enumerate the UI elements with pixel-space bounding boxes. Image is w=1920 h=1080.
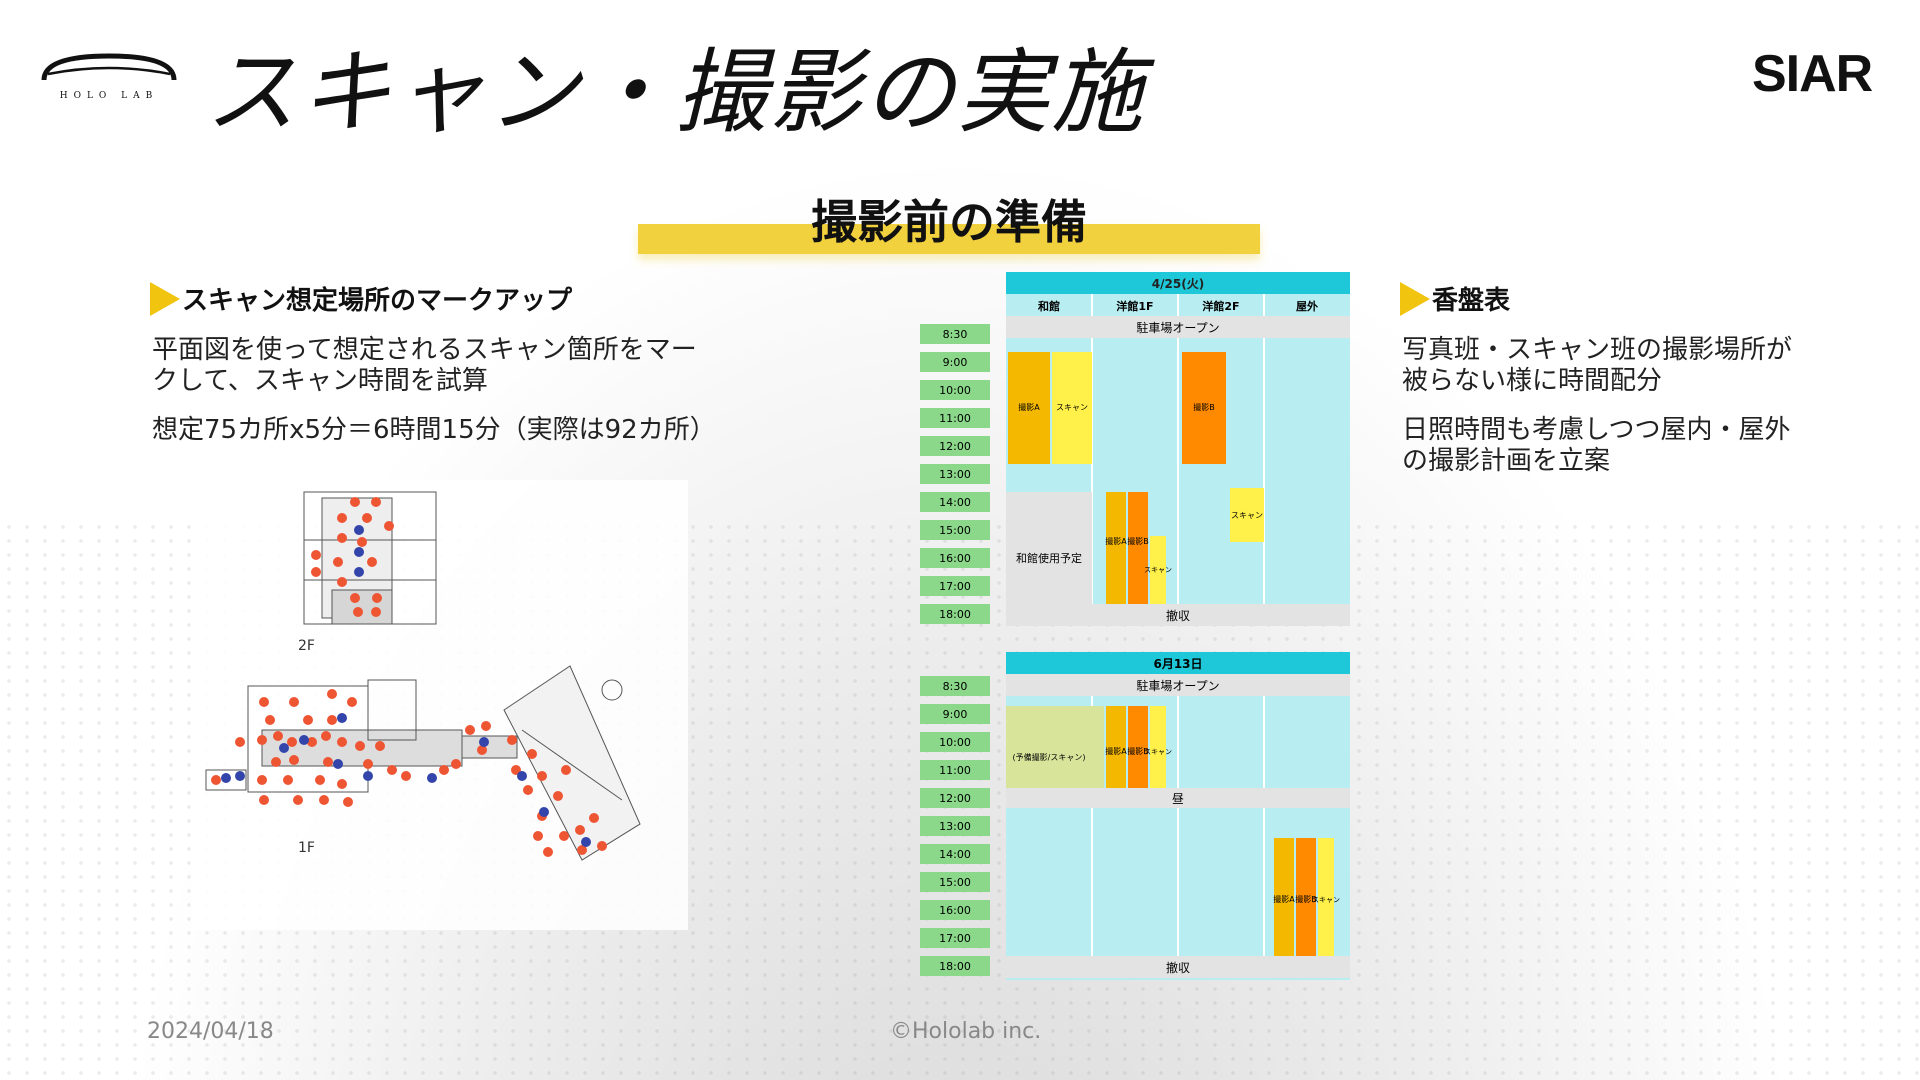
svg-text:スキャン: スキャン [1231,511,1263,520]
svg-text:屋外: 屋外 [1296,299,1318,313]
svg-text:12:00: 12:00 [939,440,971,453]
svg-text:6月13日: 6月13日 [1153,657,1202,671]
svg-text:洋館2F: 洋館2F [1202,299,1239,313]
svg-text:16:00: 16:00 [939,552,971,565]
floor-plan-1f [205,665,641,861]
time-labels-day2: 8:30 9:00 10:00 11:00 12:00 13:00 14:00 … [920,676,990,976]
svg-text:撤収: 撤収 [1166,960,1190,975]
svg-text:13:00: 13:00 [939,468,971,481]
svg-text:10:00: 10:00 [939,736,971,749]
svg-text:駐車場オープン: 駐車場オープン [1136,678,1219,693]
svg-text:17:00: 17:00 [939,932,971,945]
schedule-chart: 4/25(火) 和館 洋館1F 洋館2F 屋外 駐車場オープン 8:30 9:0… [920,272,1350,980]
svg-text:11:00: 11:00 [939,764,971,777]
svg-text:スキャン: スキャン [1056,403,1088,412]
markup-description: 平面図を使って想定されるスキャン箇所をマー クして、スキャン時間を試算 [152,335,697,396]
svg-text:9:00: 9:00 [943,708,968,721]
schedule-heading: 香盤表 [1400,280,1510,317]
svg-text:駐車場オープン: 駐車場オープン [1136,320,1219,335]
svg-text:昼: 昼 [1172,792,1184,806]
schedule-blocks-day2: (予備撮影/スキャン) 撮影A 撮影B スキャン 撮影A 撮影B スキャン [1006,706,1340,956]
svg-text:HOLO LAB: HOLO LAB [60,91,159,101]
svg-text:撮影B: 撮影B [1127,536,1149,546]
svg-text:撤収: 撤収 [1166,608,1190,623]
svg-text:2F: 2F [298,638,315,654]
svg-text:スキャン: スキャン [1144,566,1172,574]
svg-text:13:00: 13:00 [939,820,971,833]
floor-plan-2f-red-markers [311,497,394,617]
svg-text:15:00: 15:00 [939,524,971,537]
schedule-description: 写真班・スキャン班の撮影場所が 被らない様に時間配分 [1402,335,1793,396]
floor-plan-1f-blue-markers [221,713,591,847]
siar-logo: SIAR [1752,45,1873,103]
svg-text:15:00: 15:00 [939,876,971,889]
svg-text:16:00: 16:00 [939,904,971,917]
floor-plan-1f-red-markers [211,689,607,857]
svg-text:和館: 和館 [1038,299,1060,313]
schedule-blocks-day1: 撮影A スキャン 撮影B 和館使用予定 撮影A 撮影B スキャン スキャン [1006,352,1264,604]
holo-lab-logo: HOLO LAB [41,53,177,101]
svg-text:8:30: 8:30 [943,328,968,341]
schedule-planning-note: 日照時間も考慮しつつ屋内・屋外 の撮影計画を立案 [1402,415,1791,476]
svg-text:18:00: 18:00 [939,960,971,973]
svg-text:撮影B: 撮影B [1127,746,1149,756]
section-title-highlight [638,224,1260,254]
svg-text:8:30: 8:30 [943,680,968,693]
svg-text:撮影A: 撮影A [1105,536,1127,546]
svg-text:9:00: 9:00 [943,356,968,369]
svg-text:スキャン: スキャン [1312,896,1340,904]
markup-heading: スキャン想定場所のマークアップ [150,280,572,317]
section-title: 撮影前の準備 [811,195,1087,249]
svg-text:撮影B: 撮影B [1295,894,1317,904]
svg-text:14:00: 14:00 [939,848,971,861]
svg-text:4/25(火): 4/25(火) [1152,277,1204,291]
time-labels-day1: 8:30 9:00 10:00 11:00 12:00 13:00 14:00 … [920,324,990,624]
svg-text:1F: 1F [298,840,315,856]
triangle-bullet-icon [1400,281,1430,316]
svg-text:12:00: 12:00 [939,792,971,805]
svg-text:11:00: 11:00 [939,412,971,425]
svg-text:(予備撮影/スキャン): (予備撮影/スキャン) [1013,752,1086,762]
svg-text:スキャン: スキャン [1144,748,1172,756]
floor-plan-2f-blue-markers [354,525,364,577]
svg-text:撮影B: 撮影B [1193,402,1215,412]
svg-text:14:00: 14:00 [939,496,971,509]
svg-text:撮影A: 撮影A [1273,894,1295,904]
floor-plan-image: 2F 1F [192,480,688,930]
triangle-bullet-icon [150,281,180,316]
svg-text:和館使用予定: 和館使用予定 [1016,551,1082,565]
svg-text:洋館1F: 洋館1F [1116,299,1153,313]
page-title: スキャン・撮影の実施 [205,39,1146,146]
footer-copyright: ©Hololab inc. [890,1019,1042,1044]
svg-text:撮影A: 撮影A [1105,746,1127,756]
svg-text:撮影A: 撮影A [1018,402,1040,412]
footer-date: 2024/04/18 [147,1019,274,1044]
svg-text:17:00: 17:00 [939,580,971,593]
svg-text:10:00: 10:00 [939,384,971,397]
markup-estimate: 想定75カ所x5分＝6時間15分（実際は92カ所） [152,415,716,445]
svg-text:18:00: 18:00 [939,608,971,621]
